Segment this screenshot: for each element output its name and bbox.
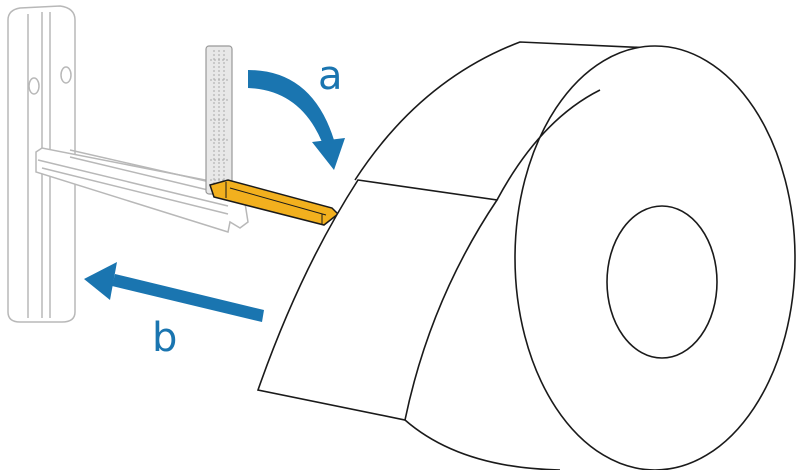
step-label-a: a <box>318 53 343 99</box>
rotate-down-arrow-icon <box>248 70 345 170</box>
media-roll <box>256 41 796 470</box>
step-label-b: b <box>152 315 178 361</box>
slide-left-arrow-icon <box>84 262 264 322</box>
label-strip <box>256 179 499 421</box>
mounting-bracket <box>7 5 249 323</box>
media-guide-ghost <box>205 45 233 195</box>
